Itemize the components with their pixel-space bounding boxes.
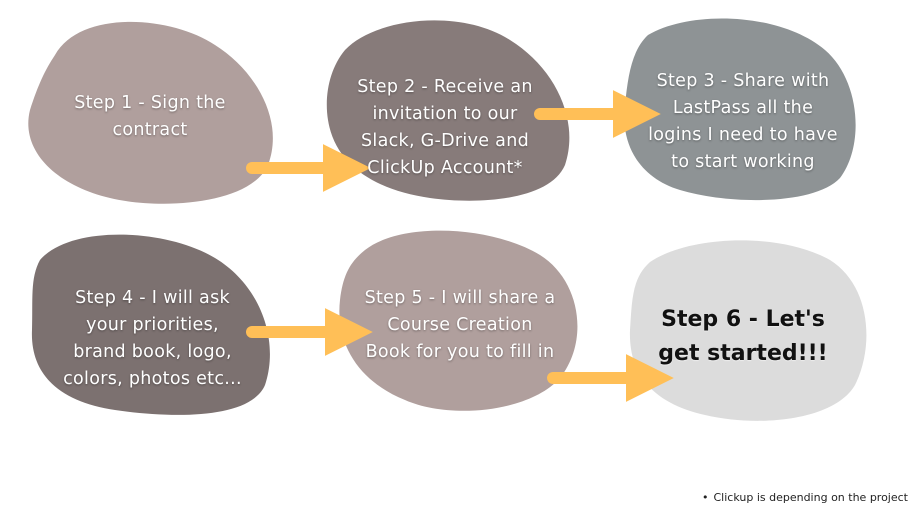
step-1-text: Step 1 - Sign the contract — [40, 90, 260, 144]
step-3-blob — [624, 18, 856, 201]
step-3-line-3: logins I need to have — [648, 125, 838, 145]
step-3-line-2: LastPass all the — [672, 98, 814, 118]
step-2-blob — [326, 20, 570, 201]
step-2-text: Step 2 - Receive an invitation to our Sl… — [330, 74, 560, 182]
step-6-line-2: get started!!! — [658, 341, 828, 366]
step-3-text: Step 3 - Share with LastPass all the log… — [628, 68, 858, 176]
step-4-line-3: brand book, logo, — [73, 342, 232, 362]
step-4-text: Step 4 - I will ask your priorities, bra… — [35, 285, 270, 393]
step-3-line-4: to start working — [671, 152, 815, 172]
step-1-line-1: Step 1 - Sign the — [74, 93, 226, 113]
step-1-blob — [28, 21, 273, 204]
step-3-line-1: Step 3 - Share with — [656, 71, 830, 91]
footnote-bullet: • — [702, 491, 709, 504]
step-4-blob — [31, 234, 270, 415]
footnote-text: Clickup is depending on the project — [713, 491, 909, 504]
step-2-line-2: invitation to our — [372, 104, 518, 124]
step-6-line-1: Step 6 - Let's — [661, 307, 825, 332]
step-1-line-2: contract — [112, 120, 188, 140]
step-5-text: Step 5 - I will share a Course Creation … — [340, 285, 580, 366]
step-5-line-2: Course Creation — [387, 315, 533, 335]
step-4-line-1: Step 4 - I will ask — [75, 288, 230, 308]
step-5-blob — [339, 230, 578, 411]
step-5-line-3: Book for you to fill in — [365, 342, 555, 362]
step-2-line-1: Step 2 - Receive an — [357, 77, 533, 97]
footnote: • Clickup is depending on the project — [702, 491, 908, 504]
step-4-line-4: colors, photos etc... — [63, 369, 242, 389]
step-2-line-4: ClickUp Account* — [367, 158, 523, 178]
step-6-text: Step 6 - Let's get started!!! — [628, 303, 858, 371]
step-4-line-2: your priorities, — [86, 315, 219, 335]
step-5-line-1: Step 5 - I will share a — [364, 288, 556, 308]
step-2-line-3: Slack, G-Drive and — [361, 131, 529, 151]
step-6-blob — [629, 240, 867, 421]
